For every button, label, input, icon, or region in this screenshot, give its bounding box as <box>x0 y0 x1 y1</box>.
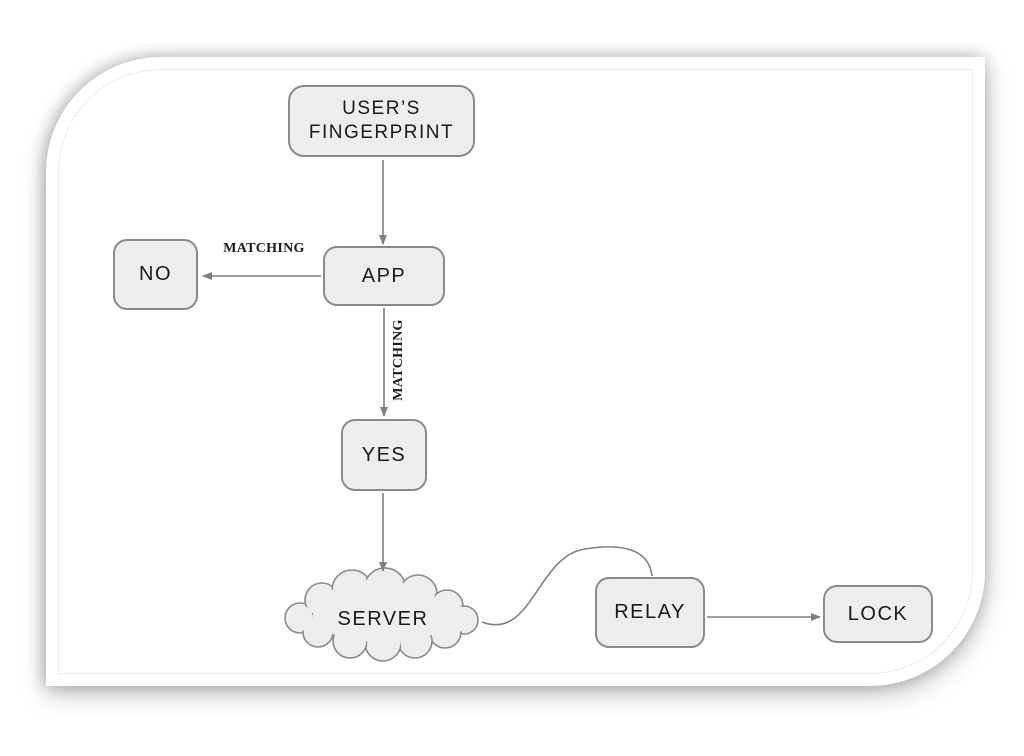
card-inner-border <box>58 69 973 674</box>
edge-label-matching-yes: MATCHING <box>391 319 406 401</box>
edge-label-matching-no: MATCHING <box>223 241 305 256</box>
server-cloud-shape <box>284 567 479 662</box>
node-lock: LOCK <box>823 585 933 643</box>
node-no: NO <box>113 239 198 310</box>
node-app: APP <box>323 246 445 306</box>
diagram-card <box>46 57 985 686</box>
node-server-label: SERVER <box>337 607 429 630</box>
edge-server-to-relay <box>481 546 653 626</box>
node-yes: YES <box>341 419 427 491</box>
node-users-fingerprint: USER’S FINGERPRINT <box>288 85 475 157</box>
node-relay: RELAY <box>595 577 705 648</box>
